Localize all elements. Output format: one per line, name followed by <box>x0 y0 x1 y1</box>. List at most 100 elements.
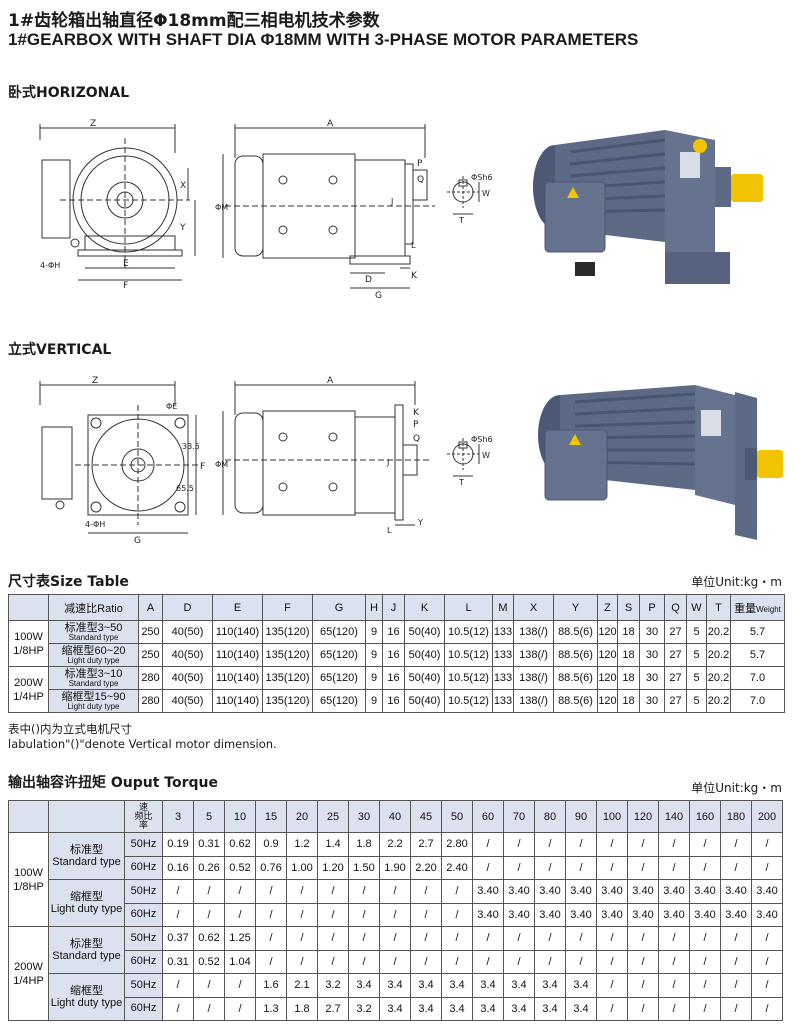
torque-value-cell: / <box>658 996 690 1021</box>
torque-value-cell: / <box>255 902 287 927</box>
size-value-cell: 9 <box>365 689 383 713</box>
torque-value-cell: 3.2 <box>348 996 380 1021</box>
torque-value-cell: 3.40 <box>689 902 721 927</box>
torque-value-cell: 3.40 <box>658 879 690 904</box>
torque-value-cell: 0.31 <box>193 832 225 857</box>
torque-header-blank-2 <box>48 800 125 833</box>
torque-value-cell: 2.7 <box>410 832 442 857</box>
torque-value-cell: 3.4 <box>565 973 597 998</box>
torque-value-cell: / <box>596 855 628 880</box>
torque-value-cell: / <box>503 855 535 880</box>
dim-l-label: L <box>411 241 416 250</box>
size-value-cell: 110(140) <box>212 643 263 667</box>
torque-value-cell: 3.40 <box>503 902 535 927</box>
torque-value-cell: 3.4 <box>472 973 504 998</box>
torque-value-cell: 3.4 <box>379 996 411 1021</box>
vertical-side-view: A ΦM K P Q J L Y <box>215 376 430 535</box>
size-value-cell: 10.5(12) <box>444 620 493 644</box>
size-value-cell: 20.2 <box>706 666 731 690</box>
torque-value-cell: / <box>534 832 566 857</box>
torque-value-cell: 1.90 <box>379 855 411 880</box>
size-header-l: L <box>444 594 493 621</box>
torque-value-cell: / <box>751 832 783 857</box>
dim-w-label: W <box>482 189 490 198</box>
torque-value-cell: / <box>410 949 442 974</box>
size-value-cell: 16 <box>382 666 405 690</box>
torque-type-cn: 标准型 <box>70 938 103 950</box>
torque-value-cell: / <box>627 973 659 998</box>
size-value-cell: 27 <box>664 666 687 690</box>
torque-value-cell: / <box>162 973 194 998</box>
size-header-z: Z <box>597 594 618 621</box>
size-value-cell: 27 <box>664 620 687 644</box>
v-dim-65-label: 65.5 <box>176 484 194 493</box>
torque-value-cell: / <box>503 926 535 951</box>
size-type-cn: 标准型3~50 <box>64 622 123 634</box>
size-value-cell: 16 <box>382 643 405 667</box>
v-dim-e-label: ΦE <box>166 402 177 411</box>
size-value-cell: 16 <box>382 689 405 713</box>
size-value-cell: 138(/) <box>513 689 554 713</box>
size-value-cell: 18 <box>617 689 640 713</box>
torque-freq-cell: 60Hz <box>124 902 163 927</box>
torque-value-cell: / <box>658 973 690 998</box>
section-vertical: 立式VERTICAL <box>8 342 112 358</box>
torque-value-cell: 3.4 <box>348 973 380 998</box>
size-value-cell: 133 <box>492 620 514 644</box>
torque-value-cell: / <box>720 996 752 1021</box>
torque-value-cell: 0.26 <box>193 855 225 880</box>
dim-j-label: J <box>390 197 393 206</box>
size-header-s: S <box>617 594 640 621</box>
size-type-en: Standard type <box>68 633 119 642</box>
torque-value-cell: 3.40 <box>720 902 752 927</box>
size-value-cell: 65(120) <box>312 666 366 690</box>
torque-value-cell: / <box>627 996 659 1021</box>
size-value-cell: 50(40) <box>404 689 445 713</box>
size-header-weight: 重量Weight <box>730 594 785 621</box>
torque-value-cell: / <box>379 879 411 904</box>
torque-value-cell: 1.04 <box>224 949 256 974</box>
size-value-cell: 135(120) <box>262 689 313 713</box>
size-type-cn: 标准型3~10 <box>64 668 123 680</box>
size-value-cell: 18 <box>617 666 640 690</box>
size-value-cell: 138(/) <box>513 620 554 644</box>
torque-value-cell: / <box>472 832 504 857</box>
torque-value-cell: / <box>720 949 752 974</box>
torque-value-cell: / <box>503 832 535 857</box>
torque-ratio-header: 40 <box>379 800 411 833</box>
size-value-cell: 65(120) <box>312 689 366 713</box>
size-header-row: 减速比Ratio A D E F G H J K L M X Y Z S P Q… <box>8 594 785 621</box>
size-type-en: Light duty type <box>67 656 120 665</box>
torque-value-cell: / <box>596 973 628 998</box>
dim-x-label: X <box>180 181 186 191</box>
torque-value-cell: 0.52 <box>224 855 256 880</box>
torque-type-en: Light duty type <box>50 997 123 1009</box>
torque-value-cell: 3.40 <box>627 902 659 927</box>
size-note-cn: 表中()内为立式电机尺寸 <box>8 722 132 736</box>
torque-value-cell: / <box>658 832 690 857</box>
torque-value-cell: / <box>162 902 194 927</box>
torque-value-cell: / <box>689 996 721 1021</box>
vertical-shaft-detail: ΦSh6 T W <box>447 435 493 487</box>
dim-m-label: ΦM <box>215 203 228 212</box>
size-unit-label: 单位Unit:kg・m <box>691 575 782 589</box>
torque-value-cell: 3.4 <box>503 996 535 1021</box>
size-value-cell: 40(50) <box>162 666 213 690</box>
size-value-cell: 40(50) <box>162 689 213 713</box>
torque-value-cell: 1.00 <box>286 855 318 880</box>
size-value-cell: 120 <box>597 689 618 713</box>
v-dim-a-label: A <box>327 376 334 386</box>
v-dim-33-label: 33.5 <box>182 442 200 451</box>
size-header-f: F <box>262 594 313 621</box>
size-header-j: J <box>382 594 405 621</box>
v-dim-m-label: ΦM <box>215 460 228 469</box>
torque-value-cell: / <box>720 926 752 951</box>
size-value-cell: 30 <box>639 666 665 690</box>
